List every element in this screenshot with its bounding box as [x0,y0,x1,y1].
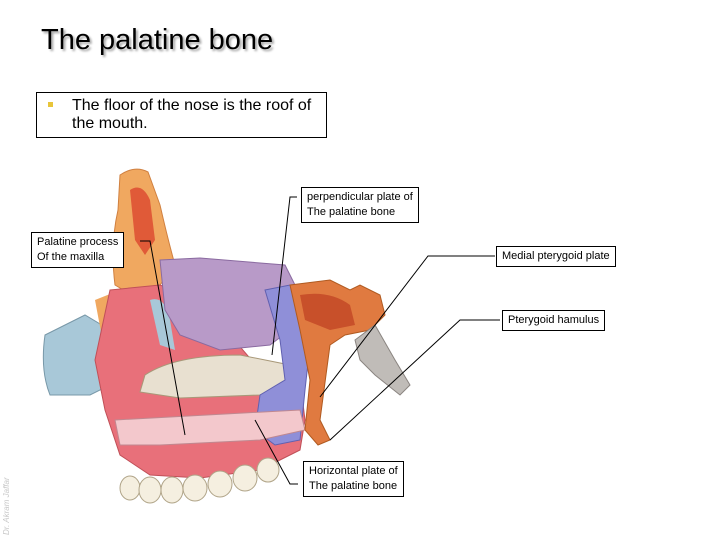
label-line-2: The palatine bone [307,206,396,218]
leader-medial-pterygoid [319,255,495,398]
leader-pterygoid-hamulus [329,319,500,441]
frontal-sinus [130,187,155,255]
leader-palatine-process [140,240,186,436]
label-perpendicular-plate: perpendicular plate of The palatine bone [301,187,419,223]
label-line-1: Palatine process [37,236,119,248]
label-line-2: Of the maxilla [37,251,105,263]
label-pterygoid-hamulus: Pterygoid hamulus [502,310,606,331]
leader-perpendicular-plate [271,196,297,356]
leader-lines [140,196,500,485]
hard-palate [114,409,306,446]
bullet-marker-icon [48,102,53,107]
sphenoid-sinus [300,293,355,330]
bullet-text: The floor of the nose is the roof of the… [72,97,312,132]
author-watermark: Dr. Akram Jaffar [2,477,11,535]
label-line-1: Pterygoid hamulus [508,314,600,326]
label-medial-pterygoid-plate: Medial pterygoid plate [496,246,616,267]
bullet-box: The floor of the nose is the roof of the… [36,92,327,138]
maxillary-sinus-window [150,299,175,350]
label-line-1: Medial pterygoid plate [502,250,610,262]
label-palatine-process-maxilla: Palatine process Of the maxilla [31,232,125,268]
leader-horizontal-plate [254,419,298,485]
teeth [119,457,280,504]
label-line-1: perpendicular plate of [307,191,413,203]
label-line-1: Horizontal plate of [309,465,398,477]
slide-title: The palatine bone [41,24,274,56]
occipital-bone [354,324,411,396]
label-horizontal-plate: Horizontal plate of The palatine bone [303,461,404,497]
label-line-2: The palatine bone [309,480,398,492]
